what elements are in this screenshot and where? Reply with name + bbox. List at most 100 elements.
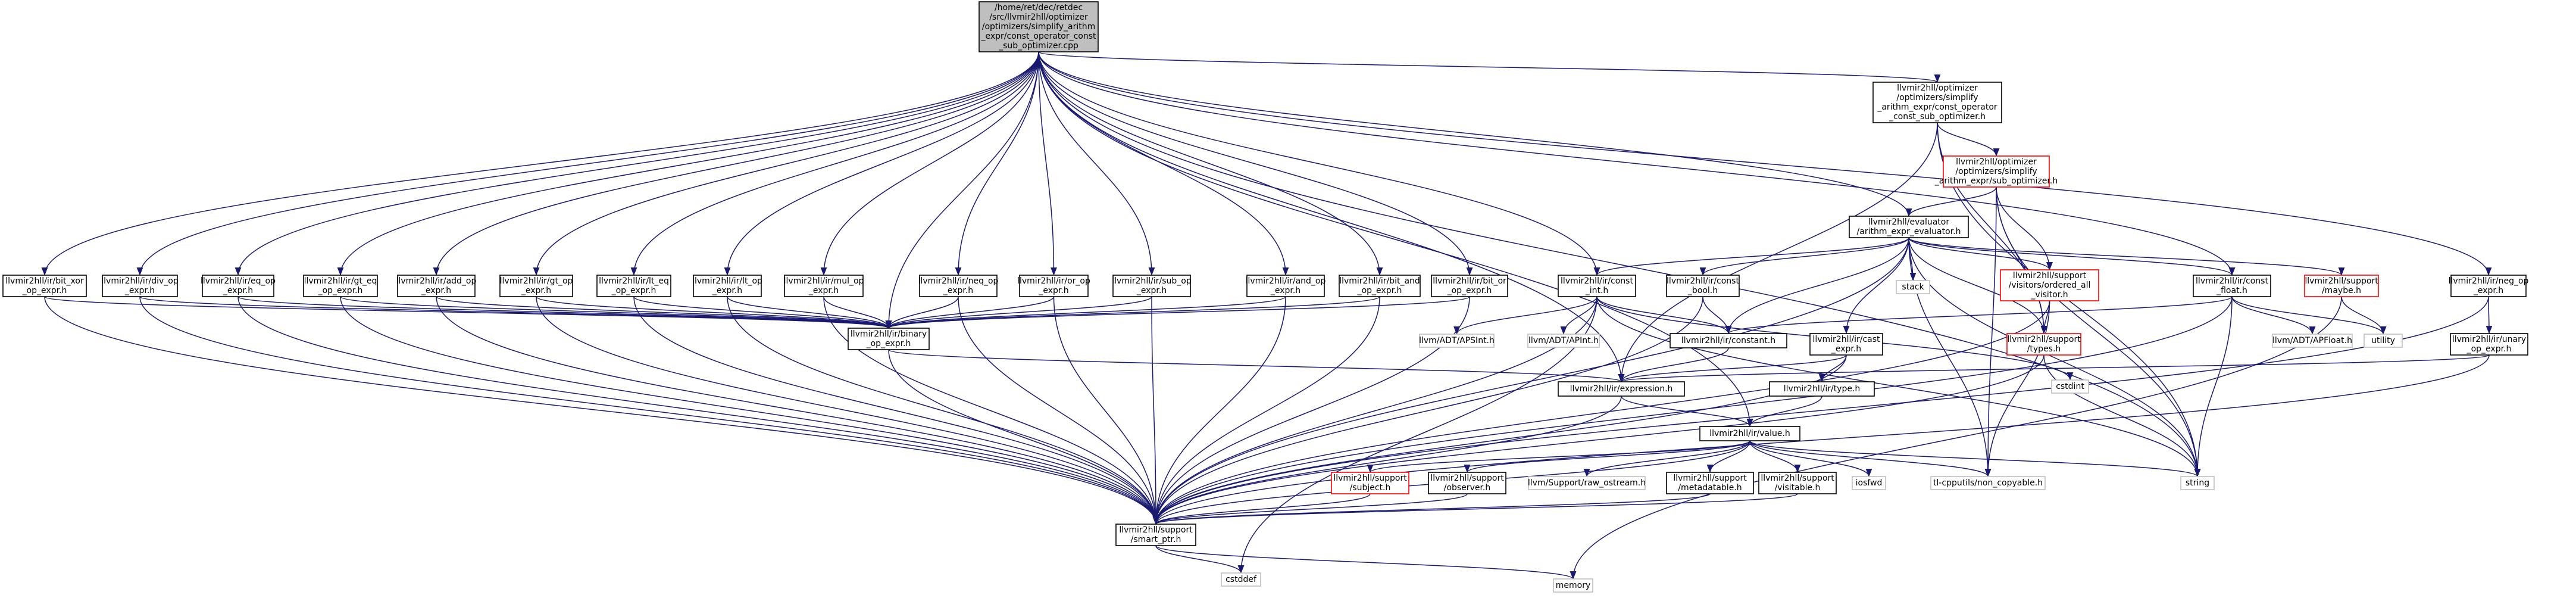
node-neg-op-expr[interactable]: llvmir2hll/ir/neg_op_expr.h: [2449, 275, 2529, 297]
edge-maybe_h-to-memory: [1570, 296, 2342, 580]
edge-and_op_expr-to-smart_ptr: [1152, 296, 1286, 525]
node-label-line: llvmir2hll/evaluator: [1868, 217, 1949, 227]
node-box: [1809, 333, 1883, 356]
node-arithm-expr-evaluator[interactable]: llvmir2hll/evaluator/arithm_expr_evaluat…: [1849, 216, 1969, 238]
edge-arithm_expr_evaluator-to-types_h: [1908, 237, 2047, 334]
node-label-line: llvmir2hll/ir/cast: [1812, 335, 1880, 344]
node-metadatable-h[interactable]: llvmir2hll/support/metadatable.h: [1666, 472, 1754, 494]
node-div-op-expr[interactable]: llvmir2hll/ir/div_op_expr.h: [101, 275, 179, 297]
edge-const_float-to-utility: [2231, 296, 2387, 335]
node-box: [2364, 334, 2403, 348]
node-label-line: llvmir2hll/ir/type.h: [1784, 384, 1861, 394]
edge-cast_expr-to-expression_h: [1618, 354, 1847, 382]
edge-arithm_expr_evaluator-to-non_copyable: [1908, 237, 1992, 477]
node-label-line: memory: [1556, 581, 1591, 590]
edge-constant_h-to-expression_h: [1618, 347, 1729, 382]
node-subject-h[interactable]: llvmir2hll/support/subject.h: [1331, 472, 1409, 494]
edge-arithm_expr_evaluator-to-const_float: [1908, 237, 2236, 276]
edge-gt_op_expr-to-binary_op_expr: [536, 296, 892, 329]
node-unary-op-expr[interactable]: llvmir2hll/ir/unary_op_expr.h: [2450, 333, 2528, 356]
node-lt-eq-op-expr[interactable]: llvmir2hll/ir/lt_eq_op_expr.h: [596, 275, 671, 297]
node-gt-op-expr[interactable]: llvmir2hll/ir/gt_op_expr.h: [499, 275, 573, 297]
node-and-op-expr[interactable]: llvmir2hll/ir/and_op_expr.h: [1246, 275, 1326, 297]
node-label-line: llvmir2hll/ir/bit_xor: [5, 276, 84, 286]
edge-arithm_expr_evaluator-to-constant_h: [1725, 237, 1909, 334]
edge-root-to-lt_eq_op_expr: [630, 51, 1039, 276]
node-type-h[interactable]: llvmir2hll/ir/type.h: [1769, 381, 1875, 397]
edge-expression_h-to-smart_ptr: [1152, 395, 1622, 525]
edge-root-to-gt_eq_op_expr: [337, 51, 1039, 276]
node-maybe-h[interactable]: llvmir2hll/support/maybe.h: [2304, 275, 2379, 297]
node-label-line: llvmir2hll/ir/binary: [851, 329, 927, 339]
node-sub-op-expr[interactable]: llvmir2hll/ir/sub_op_expr.h: [1112, 275, 1192, 297]
node-box: [102, 275, 178, 297]
node-label-line: /arithm_expr_evaluator.h: [1857, 227, 1961, 236]
node-bit-or-op-expr[interactable]: llvmir2hll/ir/bit_or_op_expr.h: [1431, 275, 1508, 297]
node-label-line: /metadatable.h: [1678, 483, 1742, 493]
node-box: [1339, 275, 1421, 297]
edge-const_int-to-apsint: [1453, 296, 1598, 335]
node-label-line: _expr.h: [1038, 286, 1068, 295]
node-gt-eq-op-expr[interactable]: llvmir2hll/ir/gt_eq_op_expr.h: [303, 275, 378, 297]
edge-arithm_expr_evaluator-to-const_bool: [1699, 237, 1909, 276]
node-neq-op-expr[interactable]: llvmir2hll/ir/neq_op_expr.h: [918, 275, 999, 297]
node-visitable-h[interactable]: llvmir2hll/support/visitable.h: [1758, 472, 1837, 494]
node-label-line: llvmir2hll/ir/gt_eq: [304, 276, 377, 286]
node-box: [397, 275, 476, 297]
node-binary-op-expr[interactable]: llvmir2hll/ir/binary_op_expr.h: [848, 328, 930, 350]
edge-types_h-to-string: [2043, 354, 2201, 477]
node-const-operator-const-sub-optimizer-h[interactable]: llvmir2hll/optimizer/optimizers/simplify…: [1872, 82, 2002, 123]
node-label-line: llvmir2hll/ir/const: [1667, 276, 1739, 286]
node-or-op-expr[interactable]: llvmir2hll/ir/or_op_expr.h: [1017, 275, 1090, 297]
node-label-line: llvmir2hll/ir/eq_op: [201, 276, 276, 286]
edge-types_h-to-smart_ptr: [1152, 354, 2044, 525]
edge-root-to-const_int: [1038, 51, 1600, 276]
node-ordered-all-visitor[interactable]: llvmir2hll/support/visitors/ordered_all_…: [2000, 269, 2099, 301]
node-label-line: _expr/const_operator_const: [980, 32, 1096, 41]
node-types-h[interactable]: llvmir2hll/support/types.h: [2006, 333, 2081, 356]
node-label-line: /visitors/ordered_all: [2009, 281, 2091, 290]
node-box: [1558, 381, 1685, 397]
node-value-h[interactable]: llvmir2hll/ir/value.h: [1699, 426, 1800, 441]
node-label-line: llvmir2hll/optimizer: [1897, 83, 1978, 93]
node-add-op-expr[interactable]: llvmir2hll/ir/add_op_expr.h: [396, 275, 477, 297]
node-label-line: llvmir2hll/ir/unary: [2452, 335, 2526, 344]
edge-subject_h-to-smart_ptr: [1152, 493, 1371, 525]
node-root[interactable]: /home/ret/dec/retdec/src/llvmir2hll/opti…: [978, 1, 1099, 52]
edge-lt_op_expr-to-binary_op_expr: [727, 296, 892, 329]
node-mul-op-expr[interactable]: llvmir2hll/ir/mul_op_expr.h: [784, 275, 864, 297]
node-box: [978, 1, 1099, 52]
node-eq-op-expr[interactable]: llvmir2hll/ir/eq_op_expr.h: [201, 275, 276, 297]
edge-bit_or_op_expr-to-binary_op_expr: [886, 296, 1470, 329]
node-const-bool[interactable]: llvmir2hll/ir/const_bool.h: [1666, 275, 1740, 297]
node-bit-and-op-expr[interactable]: llvmir2hll/ir/bit_and_op_expr.h: [1339, 275, 1421, 297]
edge-value_h-to-non_copyable: [1749, 440, 1992, 477]
edge-value_h-to-iosfwd: [1749, 440, 1872, 477]
node-constant-h[interactable]: llvmir2hll/ir/constant.h: [1670, 333, 1787, 348]
edge-root-to-value_h: [1038, 51, 1753, 427]
node-box: [1896, 280, 1930, 294]
node-label-line: _const_sub_optimizer.h: [1889, 112, 1986, 122]
edge-lt_op_expr-to-smart_ptr: [727, 296, 1159, 525]
node-label-line: _expr.h: [2473, 286, 2503, 295]
edge-visitable_h-to-smart_ptr: [1153, 493, 1798, 525]
edge-gt_eq_op_expr-to-binary_op_expr: [340, 296, 892, 329]
node-label-line: string: [2186, 478, 2209, 488]
node-lt-op-expr[interactable]: llvmir2hll/ir/lt_op_expr.h: [692, 275, 762, 297]
node-box: [499, 275, 573, 297]
node-const-int[interactable]: llvmir2hll/ir/const_int.h: [1558, 275, 1636, 297]
edge-bit_and_op_expr-to-binary_op_expr: [886, 296, 1380, 329]
edge-value_h-to-visitable_h: [1749, 440, 1801, 473]
node-expression-h[interactable]: llvmir2hll/ir/expression.h: [1558, 381, 1685, 397]
node-label-line: llvmir2hll/support: [1333, 474, 1407, 483]
edge-arithm_expr_evaluator-to-ordered_all_visitor: [1908, 237, 2053, 270]
node-cast-expr[interactable]: llvmir2hll/ir/cast_expr.h: [1809, 333, 1883, 356]
node-label-line: llvmir2hll/support: [2013, 271, 2087, 281]
node-observer-h[interactable]: llvmir2hll/support/observer.h: [1428, 472, 1506, 494]
node-smart-ptr[interactable]: llvmir2hll/support/smart_ptr.h: [1115, 524, 1196, 546]
node-sub-optimizer-h[interactable]: llvmir2hll/optimizer/optimizers/simplify…: [1934, 155, 2058, 188]
node-bit-xor-op-expr[interactable]: llvmir2hll/ir/bit_xor_op_expr.h: [2, 275, 87, 297]
node-const-float[interactable]: llvmir2hll/ir/const_float.h: [2193, 275, 2271, 297]
edge-type_h-to-value_h: [1746, 395, 1822, 427]
edge-root-to-bit_and_op_expr: [1038, 51, 1383, 276]
